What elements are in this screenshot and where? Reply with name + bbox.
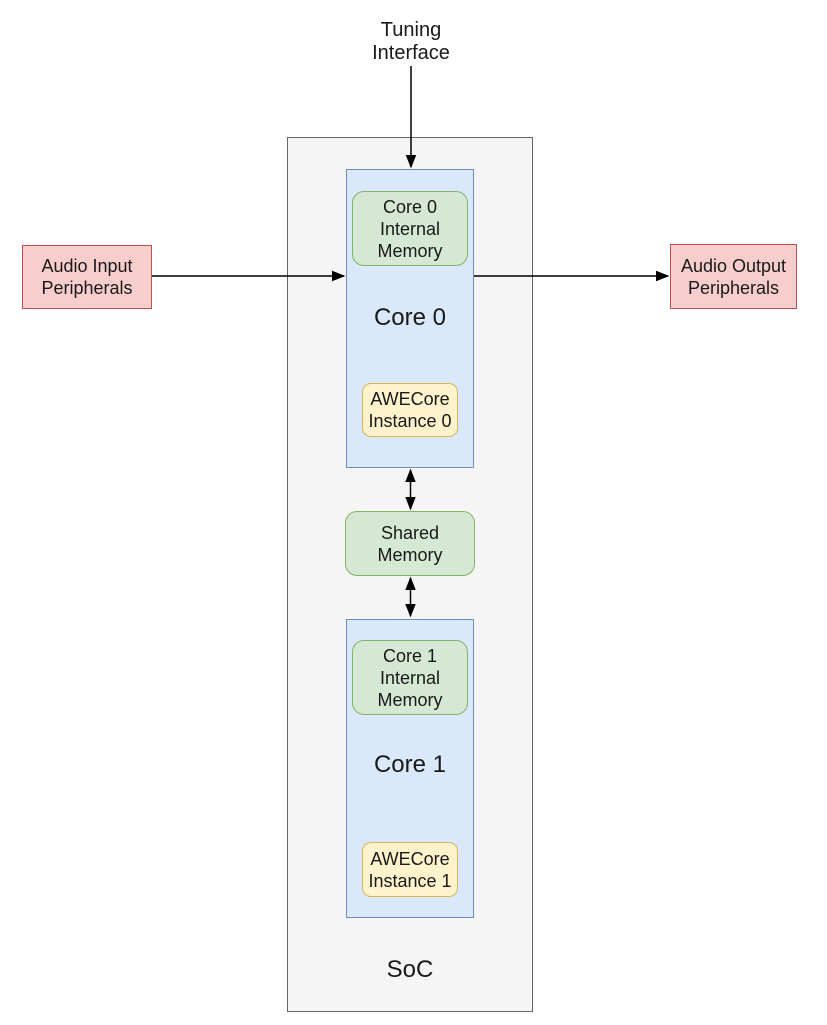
awecore-instance1-box: AWECore Instance 1 — [362, 842, 458, 897]
core1-label: Core 1 — [373, 751, 447, 778]
core0-label: Core 0 — [373, 304, 447, 331]
awecore-instance0-box: AWECore Instance 0 — [362, 383, 458, 437]
soc-label: SoC — [386, 956, 434, 983]
core0-internal-memory-box: Core 0 Internal Memory — [352, 191, 468, 266]
shared-memory-box: Shared Memory — [345, 511, 475, 576]
core1-internal-memory-box: Core 1 Internal Memory — [352, 640, 468, 715]
audio-output-peripherals-box: Audio Output Peripherals — [670, 244, 797, 309]
tuning-interface-label: Tuning Interface — [372, 19, 450, 64]
audio-input-peripherals-box: Audio Input Peripherals — [22, 245, 152, 309]
